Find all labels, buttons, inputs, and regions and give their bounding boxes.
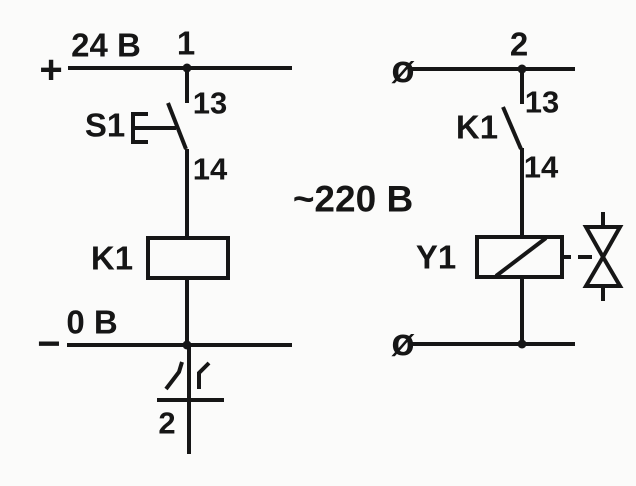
relay-contact-k1-label: K1	[455, 108, 499, 146]
valve-triangle-top	[582, 225, 624, 262]
pushbutton-s1-label: S1	[84, 106, 126, 144]
solenoid-y1-label: Y1	[415, 238, 457, 276]
solenoid-coil-symbol	[475, 235, 564, 279]
bundle-tick-left	[164, 361, 184, 391]
terminal-13-right-label: 13	[524, 84, 560, 120]
bundle-tick-right	[197, 361, 211, 389]
pushbutton-no-contact-icon	[131, 102, 188, 150]
terminal-13-left-label: 13	[192, 85, 228, 121]
valve-triangle-bottom	[582, 253, 624, 288]
terminal-14-right-label: 14	[523, 149, 559, 185]
rail-24v-label: 24 В	[71, 26, 141, 64]
junction-dot-phase	[517, 339, 527, 349]
phase-bottom-icon: ø	[391, 322, 415, 364]
conductor-count-label: 2	[158, 405, 176, 441]
control-circuit-lines	[67, 63, 292, 454]
valve-icon	[562, 212, 624, 301]
node-1-label: 1	[176, 24, 196, 62]
ac-supply-label: ~220 В	[292, 178, 414, 220]
relay-coil-symbol	[146, 236, 230, 280]
relay-contact-blade	[501, 106, 523, 150]
minus-sign: −	[37, 322, 61, 366]
conductor-bundle-symbol	[157, 345, 224, 454]
rail-0v-label: 0 В	[66, 303, 118, 341]
load-circuit-lines	[411, 64, 624, 349]
plus-sign: +	[39, 48, 63, 92]
relay-coil-k1-label: K1	[90, 239, 134, 277]
terminal-14-left-label: 14	[192, 151, 228, 187]
contact-blade-left	[166, 102, 188, 150]
solenoid-coil-diagonal	[494, 236, 548, 278]
node-2-label: 2	[509, 25, 529, 63]
phase-top-icon: ø	[391, 49, 415, 91]
